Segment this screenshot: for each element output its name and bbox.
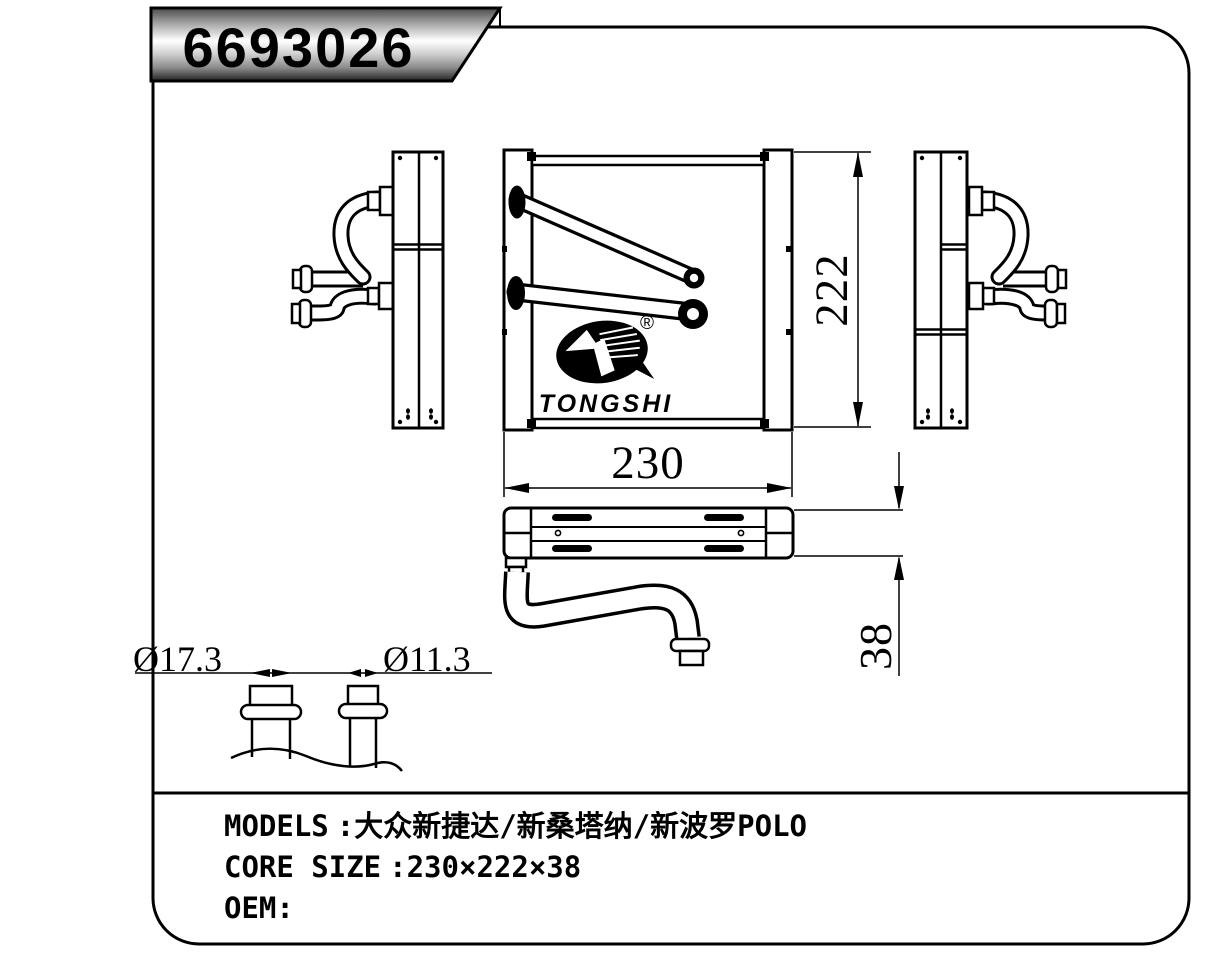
tongshi-logo-mark [556,320,655,384]
registered-trademark-icon: ® [640,313,654,334]
dimension-222-label: 222 [806,253,858,327]
pipe-diameter-detail [135,669,492,772]
models-label: MODELS [224,809,329,843]
front-view [502,148,794,432]
pipe-diameter-large-label: Ø17.3 [133,639,222,679]
models-value: :大众新捷达/新桑塔纳/新波罗POLO [336,809,807,843]
spec-block: MODELS:大众新捷达/新桑塔纳/新波罗POLO CORE SIZE:230×… [224,806,807,929]
top-view [502,506,795,667]
dimension-230-lines [503,432,793,497]
dimension-38-label: 38 [850,622,901,670]
dimension-222-lines [794,151,871,428]
title-banner-shape [149,6,503,83]
dimension-38-lines [794,452,904,676]
right-side-view [913,150,1068,430]
tongshi-logo-text: TONGSHI [538,390,674,418]
spec-core-size-row: CORE SIZE:230×222×38 [224,847,807,888]
part-number: 6693026 [182,16,415,79]
core-size-label: CORE SIZE [224,850,382,884]
pipe-diameter-small-label: Ø11.3 [383,639,471,679]
dimension-230-label: 230 [611,437,685,489]
left-side-view [290,150,445,430]
core-size-value: :230×222×38 [389,850,582,884]
oem-label: OEM: [224,891,294,925]
spec-models-row: MODELS:大众新捷达/新桑塔纳/新波罗POLO [224,806,807,847]
spec-oem-row: OEM: [224,888,807,929]
